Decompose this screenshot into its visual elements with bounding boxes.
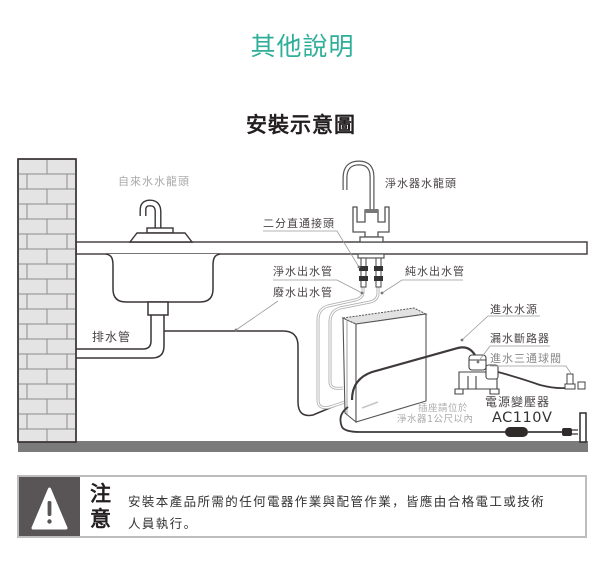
leader-water-inlet [461, 315, 540, 341]
ball-valve [564, 373, 586, 390]
water-purifier-unit [341, 307, 428, 424]
leader-lines [235, 230, 573, 376]
label-purifier-faucet: 淨水器水龍頭 [385, 177, 457, 190]
countertop [75, 241, 588, 255]
leader-ball-valve [490, 365, 573, 376]
leader-clean-water [273, 279, 363, 294]
label-clean-water-pipe: 淨水出水管 [273, 265, 333, 278]
notice-heading: 注 意 [90, 482, 111, 532]
brand-mark [361, 401, 379, 409]
connector-fitting [374, 266, 383, 271]
label-pure-water-pipe: 純水出水管 [405, 265, 465, 278]
drain-pipe [76, 315, 165, 359]
power-plug [562, 428, 572, 436]
connector-fitting [374, 276, 383, 281]
power-cable [339, 406, 563, 433]
label-voltage: AC110V [492, 410, 553, 426]
purifier-side-face [342, 317, 357, 424]
power-adapter [505, 427, 528, 437]
notice-text: 安裝本產品所需的任何電器作業與配管作業，皆應由合格電工或技術 人員執行。 [128, 491, 545, 535]
label-transformer: 電源變壓器 [485, 395, 551, 409]
tap-water-faucet [128, 199, 194, 243]
leader-waste-water [235, 300, 279, 331]
sink-drain [147, 301, 169, 316]
notice-heading-line2: 意 [90, 507, 111, 531]
page-title: 其他說明 [250, 32, 355, 61]
wall-socket [579, 412, 587, 443]
label-drain-pipe: 排水管 [92, 330, 132, 344]
purifier-front-face [355, 313, 427, 423]
purifier-tubes [316, 286, 380, 410]
label-socket-note-line1: 插座請位於 [418, 403, 469, 414]
floor [18, 441, 588, 452]
leader-connector [263, 230, 360, 268]
warning-icon-box [19, 477, 80, 536]
purifier-faucet [342, 160, 390, 243]
notice-box: 注 意 安裝本產品所需的任何電器作業與配管作業，皆應由合格電工或技術 人員執行。 [17, 475, 587, 538]
connector-fitting [359, 276, 368, 281]
waste-water-pipe [164, 330, 350, 417]
label-connector: 二分直通接頭 [263, 217, 335, 230]
sink-basin [105, 253, 221, 303]
inlet-hose [350, 346, 477, 401]
label-water-inlet: 進水水源 [490, 303, 538, 316]
label-socket-note-line2: 淨水器1公尺以內 [397, 414, 474, 425]
notice-text-line2: 人員執行。 [128, 516, 198, 531]
leak-breaker-valve [454, 354, 500, 395]
ball-valve-hose [497, 371, 573, 390]
connector-fitting [359, 266, 368, 271]
diagram-title: 安裝示意圖 [246, 113, 356, 137]
label-leak-breaker: 漏水斷路器 [490, 332, 550, 345]
leader-pure-water [381, 279, 463, 294]
pipe-connectors [357, 253, 385, 288]
notice-heading-line1: 注 [90, 482, 111, 506]
sink [76, 253, 221, 359]
brick-wall [17, 158, 77, 443]
notice-text-line1: 安裝本產品所需的任何電器作業與配管作業，皆應由合格電工或技術 [128, 494, 546, 509]
leader-leak-breaker [477, 345, 550, 363]
plug-prongs [572, 429, 578, 435]
label-waste-water-pipe: 廢水出水管 [273, 286, 333, 299]
label-ball-valve: 進水三通球閥 [490, 352, 562, 365]
label-tap-water-faucet: 自來水水龍頭 [118, 175, 190, 188]
leader-dots [234, 265, 480, 364]
warning-icon [31, 487, 68, 530]
